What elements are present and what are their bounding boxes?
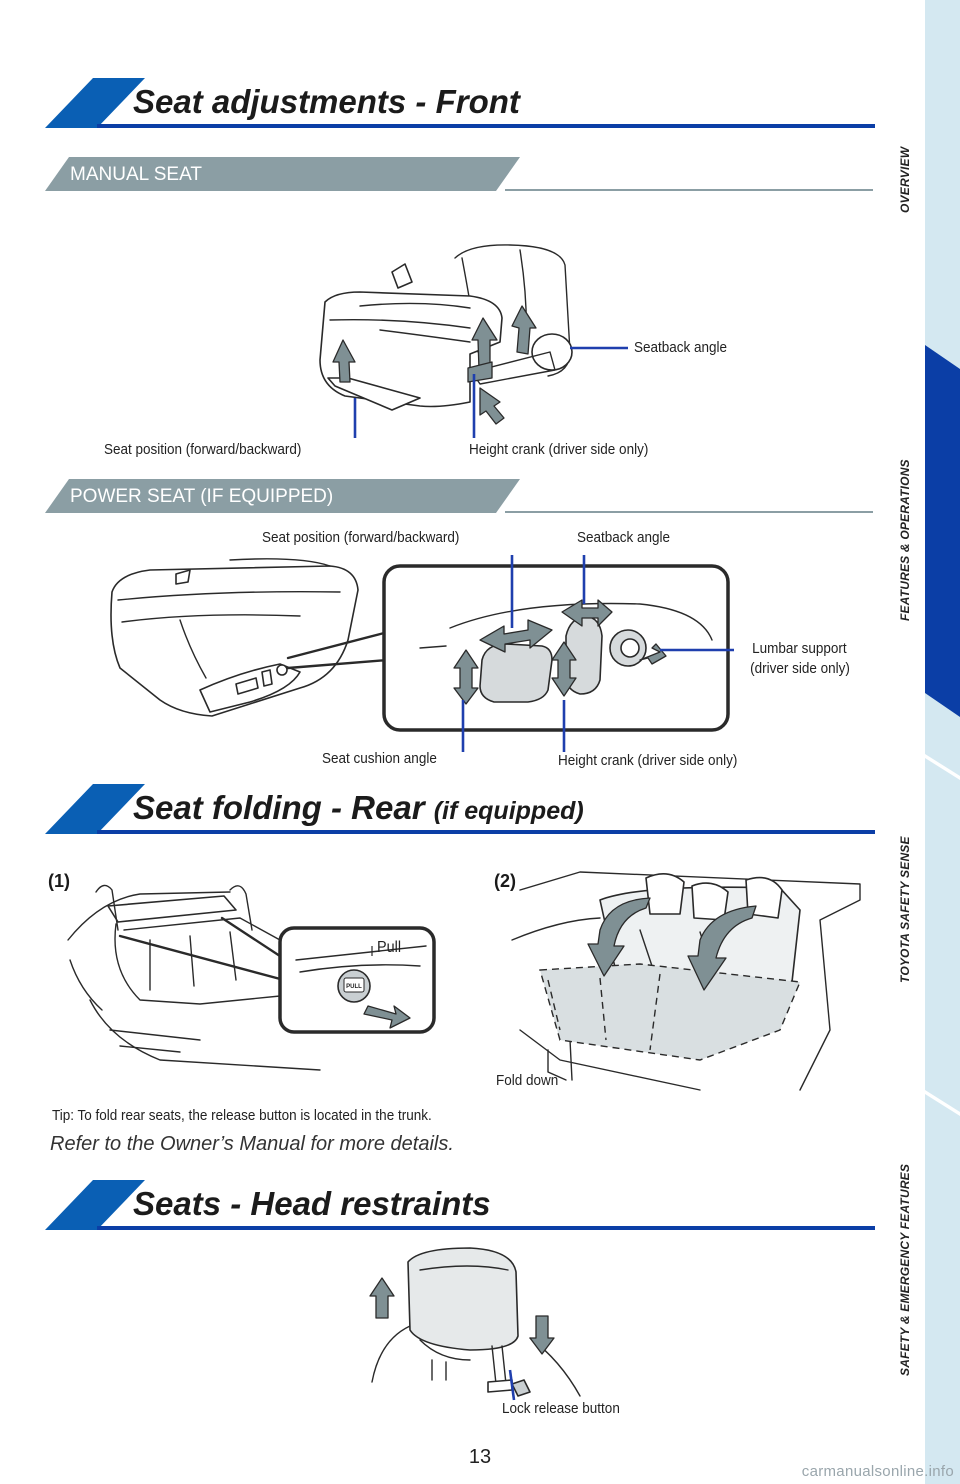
section-title-rear-main: Seat folding - Rear: [133, 789, 425, 826]
header-rule: [97, 124, 875, 128]
step-1-label: (1): [48, 871, 70, 891]
side-tab-bar: [925, 0, 960, 1484]
section-header-head: Seats - Head restraints: [45, 1180, 875, 1230]
label-power-lumbar-line1: Lumbar support: [752, 640, 847, 657]
subheader-band: [45, 479, 520, 513]
step-2-label: (2): [494, 871, 516, 891]
section-title-rear: Seat folding - Rear (if equipped): [133, 789, 584, 827]
watermark: carmanualsonline.info: [801, 1463, 954, 1480]
subheader-power-seat: POWER SEAT (IF EQUIPPED): [45, 479, 873, 513]
label-power-seatback-angle: Seatback angle: [577, 529, 671, 546]
section-title-rear-suffix: (if equipped): [433, 797, 584, 825]
label-fold-down: Fold down: [496, 1072, 559, 1089]
subheader-label: MANUAL SEAT: [70, 164, 202, 185]
section-title-head: Seats - Head restraints: [133, 1185, 491, 1222]
label-power-lumbar-line2: (driver side only): [750, 660, 850, 677]
section-header-rear: Seat folding - Rear (if equipped): [45, 784, 875, 834]
header-rule: [97, 830, 875, 834]
refer-text: Refer to the Owner’s Manual for more det…: [50, 1133, 454, 1155]
subheader-manual-seat: MANUAL SEAT: [45, 157, 873, 191]
header-rule: [97, 1226, 875, 1230]
section-header-front: Seat adjustments - Front: [45, 78, 875, 128]
pull-button-text: PULL: [346, 984, 362, 990]
section-title-front: Seat adjustments - Front: [133, 83, 520, 120]
tip-text: Tip: To fold rear seats, the release but…: [52, 1107, 432, 1124]
label-lock-release: Lock release button: [502, 1400, 620, 1417]
subheader-band: [45, 157, 520, 191]
subheader-rule: [505, 511, 873, 513]
label-power-cushion-angle: Seat cushion angle: [322, 750, 437, 767]
label-power-height-crank: Height crank (driver side only): [558, 752, 738, 769]
label-pull: Pull: [377, 939, 402, 956]
subheader-label: POWER SEAT (IF EQUIPPED): [70, 486, 334, 507]
subheader-rule: [505, 189, 873, 191]
label-manual-seatback-angle: Seatback angle: [634, 339, 728, 356]
label-manual-seat-position: Seat position (forward/backward): [104, 441, 302, 458]
page-number: 13: [468, 1446, 492, 1468]
label-power-seat-position: Seat position (forward/backward): [262, 529, 460, 546]
label-manual-height-crank: Height crank (driver side only): [469, 441, 649, 458]
side-tab-active-indicator: [925, 345, 960, 717]
